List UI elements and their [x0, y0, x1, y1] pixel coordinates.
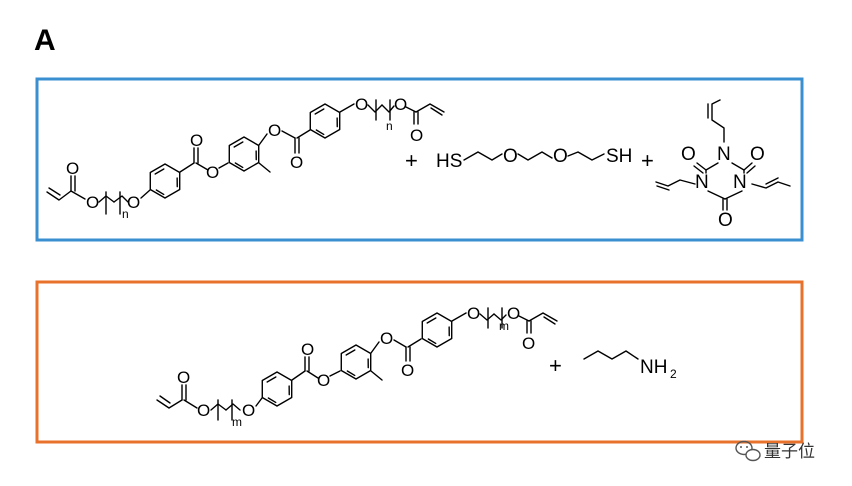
subscript-m: m — [499, 319, 509, 333]
atom-o-ester: O — [317, 371, 330, 390]
atom-hs: HS — [436, 151, 462, 172]
atom-nh: NH — [640, 357, 667, 378]
atom-o-ester: O — [197, 401, 210, 420]
atom-o-ester: O — [268, 121, 281, 140]
atom-n: N — [695, 172, 709, 193]
atom-o-ether: O — [503, 146, 518, 167]
atom-o-ester: O — [380, 329, 393, 348]
atom-o-carbonyl: O — [190, 131, 203, 150]
atom-o-ether: O — [355, 95, 368, 114]
box-amine-system — [35, 280, 804, 444]
watermark: 量子位 — [735, 440, 815, 462]
atom-o-carbonyl: O — [750, 144, 765, 165]
atom-o-ester: O — [507, 304, 520, 323]
atom-o-ether: O — [127, 193, 140, 212]
watermark-text: 量子位 — [764, 442, 815, 462]
subscript-m: m — [232, 415, 242, 429]
atom-o-carbonyl: O — [290, 153, 303, 172]
atom-o-ester: O — [86, 193, 99, 212]
mesogen-m: O O m O O O O O O m O — [156, 304, 558, 429]
atom-o-carbonyl: O — [401, 361, 414, 380]
plus-sign: + — [405, 148, 418, 173]
atom-o-ether: O — [242, 401, 255, 420]
atom-o-ether: O — [467, 304, 480, 323]
atom-o-carbonyl: O — [718, 210, 733, 231]
butylamine: NH 2 — [583, 350, 677, 381]
atom-o-carbonyl: O — [681, 144, 696, 165]
atom-o-carbonyl: O — [301, 340, 314, 359]
plus-sign: + — [549, 353, 562, 378]
atom-o-carbonyl: O — [66, 159, 79, 178]
atom-o-carbonyl: O — [522, 334, 535, 353]
atom-o-ether: O — [553, 146, 568, 167]
atom-n: N — [717, 144, 731, 165]
atom-o-ester: O — [394, 95, 407, 114]
wechat-icon — [735, 440, 761, 462]
atom-sh: SH — [606, 146, 632, 167]
atom-o-carbonyl: O — [177, 368, 190, 387]
mesogen-n: O O n O O O O O O — [46, 95, 445, 221]
plus-sign: + — [641, 148, 654, 173]
subscript-2: 2 — [670, 367, 677, 381]
atom-o-carbonyl: O — [410, 126, 423, 145]
subscript-n: n — [122, 207, 129, 221]
atom-o-ester: O — [206, 163, 219, 182]
atom-n: N — [733, 172, 747, 193]
dithiol: HS O O SH — [436, 146, 632, 172]
subscript-n: n — [386, 119, 393, 133]
panel-label: A — [34, 24, 56, 57]
box-thiol-system — [35, 77, 804, 242]
triallyl-isocyanurate: N N N O O O — [655, 99, 791, 231]
